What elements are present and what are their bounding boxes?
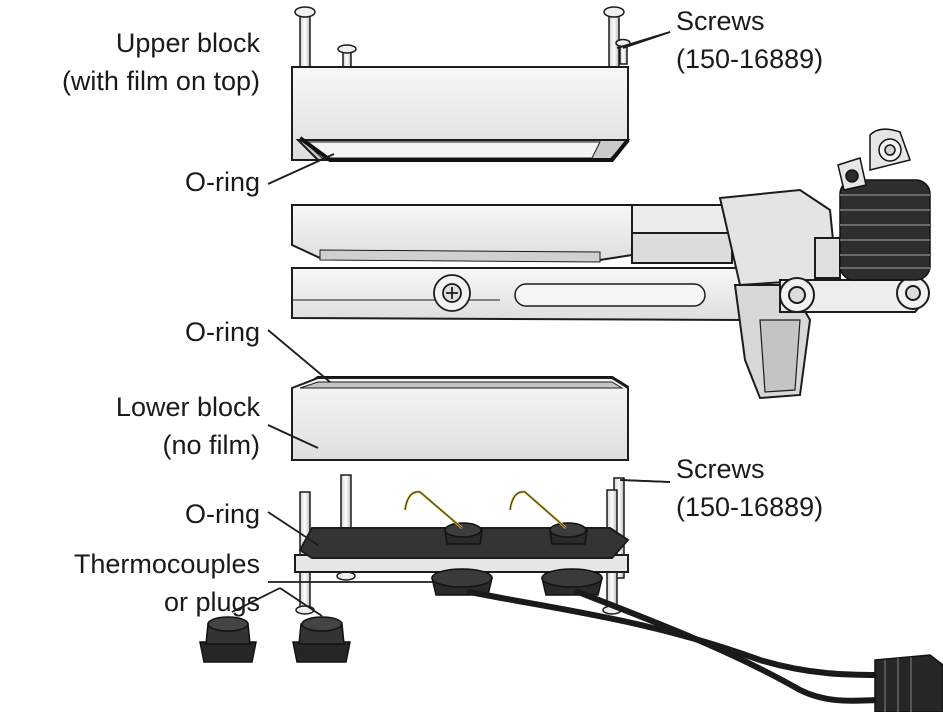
label-upper-block: Upper block (with film on top) [62, 24, 260, 100]
label-screws-top-line1: Screws [676, 6, 765, 36]
label-screws-top-line2: (150-16889) [676, 44, 824, 74]
clamp-lower-frame [291, 267, 741, 322]
thermocouple-ports [444, 522, 588, 545]
label-screws-bottom-line2: (150-16889) [676, 492, 824, 522]
thermocouple-wires [403, 490, 567, 529]
label-thermocouples: Thermocouples or plugs [74, 545, 260, 621]
clamp-hinge-body [718, 188, 841, 400]
clamp-bolt-left [433, 274, 471, 312]
label-o-ring-upper: O-ring [184, 167, 260, 197]
label-o-ring-middle: O-ring [184, 317, 260, 347]
label-lower-block-line1: Lower block [115, 392, 260, 422]
label-lower-block-line2: (no film) [162, 430, 260, 460]
label-upper-block-line2: (with film on top) [61, 66, 260, 96]
label-upper-block-line1: Upper block [115, 28, 260, 58]
leader-lines [231, 31, 671, 617]
loose-plug-right [292, 616, 351, 663]
upper-screw-back [337, 44, 357, 69]
clamp-lever-arm [779, 276, 930, 313]
clamp-spring [837, 128, 931, 281]
label-lower-block: Lower block (no film) [116, 388, 260, 464]
clamp-upper-frame [291, 204, 733, 264]
loose-plug-left [199, 616, 257, 663]
label-screws-bottom: Screws (150-16889) [676, 450, 823, 526]
label-thermocouples-line1: Thermocouples [73, 549, 260, 579]
upper-screw-back-right [615, 38, 631, 65]
upper-o-ring [298, 136, 630, 162]
label-thermocouples-line2: or plugs [163, 587, 260, 617]
lower-block [291, 377, 629, 461]
upper-screw-left [294, 6, 316, 73]
label-screws-top: Screws (150-16889) [676, 2, 823, 78]
cables [467, 589, 883, 704]
label-o-ring-bottom: O-ring [184, 499, 260, 529]
upper-block [291, 66, 631, 161]
label-screws-bottom-line1: Screws [676, 454, 765, 484]
cable-plug [874, 654, 943, 712]
